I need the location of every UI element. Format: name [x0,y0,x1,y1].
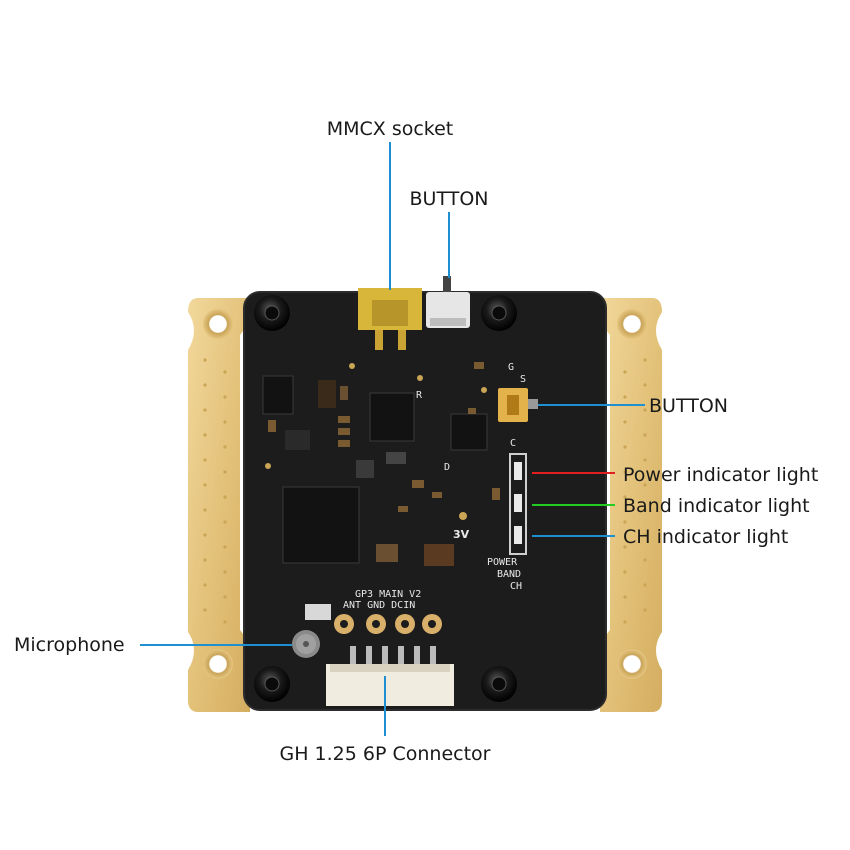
silk-mark-r: R [416,390,423,401]
mmcx-socket [358,288,422,350]
mount-hole-top-left [203,309,233,339]
power-indicator-label: Power indicator light [623,464,818,486]
silk-pad-labels: ANT GND DCIN [343,600,415,611]
silk-ch: CH [510,581,522,592]
silk-mark-d: D [444,462,450,473]
silk-mark-s: S [520,374,526,385]
mount-hole-bottom-left [203,649,233,679]
indicator-leds [509,453,527,555]
microphone-label: Microphone [14,634,125,656]
silk-mark-g: G [508,362,514,373]
button-right-label: BUTTON [649,395,728,417]
ch-indicator-label: CH indicator light [623,526,788,548]
solder-pads [334,614,442,634]
microphone-component [292,630,320,658]
mount-hole-top-right [617,309,647,339]
band-indicator-label: Band indicator light [623,495,810,517]
silk-mark-c: C [510,438,516,449]
silk-band: BAND [497,569,521,580]
gh-connector [326,646,454,706]
screw-icon [254,295,517,702]
silk-power: POWER [487,557,518,568]
silk-voltage: 3V [453,528,470,541]
top-button [426,276,470,328]
silk-board-name: GP3 MAIN V2 [355,589,421,600]
gh-connector-label: GH 1.25 6P Connector [280,743,491,765]
button-top-label: BUTTON [410,188,489,210]
gold-frame [188,298,662,712]
ic-chip [262,375,488,564]
mount-hole-bottom-right [617,649,647,679]
mmcx-socket-label: MMCX socket [327,118,454,140]
smd-components [265,362,500,620]
side-button [498,388,538,422]
